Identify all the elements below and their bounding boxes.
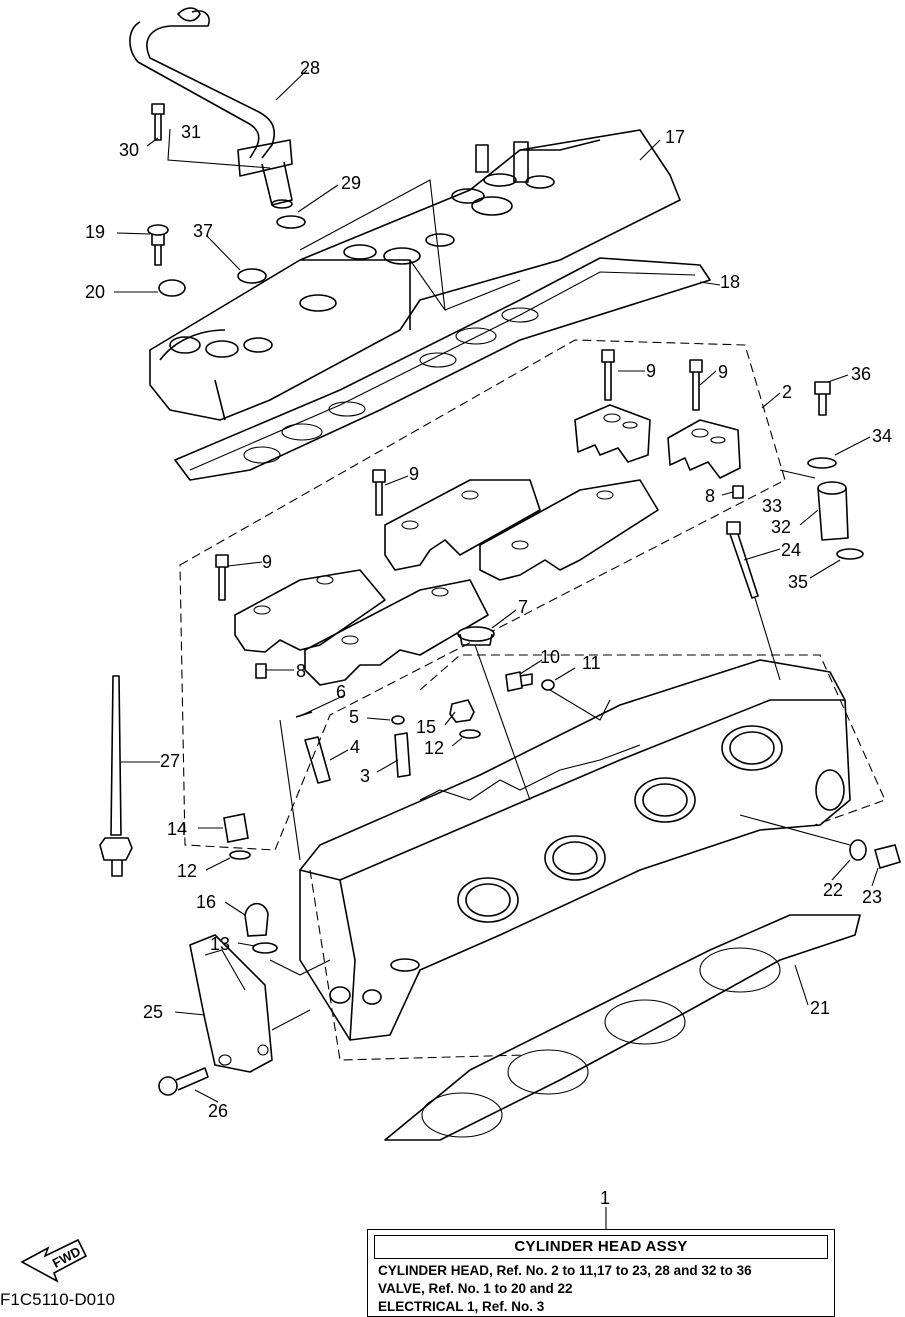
camshaft-cap-right-pair bbox=[574, 404, 741, 479]
callout-9c: 9 bbox=[409, 464, 419, 484]
callout-34: 34 bbox=[872, 426, 892, 446]
callout-22: 22 bbox=[823, 880, 843, 900]
callout-21: 21 bbox=[810, 998, 830, 1018]
callout-9b: 9 bbox=[718, 362, 728, 382]
dipstick-27 bbox=[99, 675, 133, 877]
valve-guide-4 bbox=[304, 736, 331, 784]
breather-hose bbox=[129, 7, 293, 209]
callout-15: 15 bbox=[416, 717, 436, 737]
callout-31: 31 bbox=[181, 122, 201, 142]
callout-25: 25 bbox=[143, 1002, 163, 1022]
bolt-26 bbox=[158, 1067, 209, 1096]
figure-code: F1C5110-D010 bbox=[0, 1290, 115, 1309]
callout-5: 5 bbox=[349, 707, 359, 727]
washer-13 bbox=[252, 942, 278, 954]
camshaft-cap-upper-row bbox=[384, 479, 659, 581]
bracket-25 bbox=[189, 934, 273, 1073]
legend-line-electrical: ELECTRICAL 1, Ref. No. 3 bbox=[378, 1299, 545, 1314]
callout-29: 29 bbox=[341, 173, 361, 193]
grommet-37 bbox=[237, 268, 267, 284]
callout-10: 10 bbox=[540, 647, 560, 667]
spacer-14 bbox=[223, 813, 249, 843]
o-ring-35 bbox=[836, 548, 864, 560]
callout-7: 7 bbox=[518, 597, 528, 617]
callout-3: 3 bbox=[360, 766, 370, 786]
callout-12a: 12 bbox=[424, 738, 444, 758]
callout-18: 18 bbox=[720, 272, 740, 292]
callout-24: 24 bbox=[781, 540, 801, 560]
washer-11 bbox=[541, 679, 555, 691]
o-ring-29 bbox=[276, 215, 306, 229]
callout-9d: 9 bbox=[262, 552, 272, 572]
callout-8b: 8 bbox=[296, 661, 306, 681]
sensor-3 bbox=[394, 732, 411, 778]
leader-lines bbox=[114, 69, 879, 1229]
legend-title: CYLINDER HEAD ASSY bbox=[374, 1235, 828, 1259]
camcap-assembly-outline bbox=[179, 339, 786, 851]
callout-11: 11 bbox=[582, 653, 601, 673]
head-lower-outline bbox=[309, 869, 526, 1061]
sleeve-32 bbox=[817, 481, 849, 541]
plug-7 bbox=[457, 626, 495, 646]
legend-line-cylinder-head: CYLINDER HEAD, Ref. No. 2 to 11,17 to 23… bbox=[378, 1263, 752, 1278]
cylinder-head-cover bbox=[149, 129, 681, 421]
nut-15 bbox=[449, 699, 475, 723]
stud-bolt-24 bbox=[726, 521, 759, 599]
callout-4: 4 bbox=[350, 737, 360, 757]
dowel-8b bbox=[255, 663, 267, 679]
bolt-10 bbox=[505, 671, 533, 692]
callout-33: 33 bbox=[762, 496, 782, 516]
callout-1: 1 bbox=[600, 1188, 610, 1208]
plug-23 bbox=[874, 844, 901, 870]
callout-2: 2 bbox=[782, 382, 792, 402]
head-assembly-outline bbox=[419, 654, 886, 826]
callout-13: 13 bbox=[210, 934, 230, 954]
callout-14: 14 bbox=[167, 819, 187, 839]
callout-28: 28 bbox=[300, 58, 320, 78]
callout-16: 16 bbox=[196, 892, 216, 912]
cap-nut-16 bbox=[244, 902, 269, 937]
callout-19: 19 bbox=[85, 222, 105, 242]
callout-23: 23 bbox=[862, 887, 882, 907]
legend-box: CYLINDER HEAD ASSY CYLINDER HEAD, Ref. N… bbox=[367, 1229, 835, 1317]
fwd-arrow-icon: FWD bbox=[20, 1238, 88, 1283]
callout-12b: 12 bbox=[177, 861, 197, 881]
camshaft-cap-lower-row bbox=[234, 569, 489, 686]
washer-12a bbox=[459, 729, 481, 739]
bolt-30 bbox=[151, 103, 165, 141]
callout-9a: 9 bbox=[646, 361, 656, 381]
callout-17: 17 bbox=[665, 127, 685, 147]
callout-numbers: 28 17 29 31 30 19 37 20 18 2 9 9 36 34 9… bbox=[85, 58, 892, 1208]
washer-12b bbox=[229, 850, 251, 860]
washer-22 bbox=[849, 839, 867, 861]
callout-37: 37 bbox=[193, 221, 213, 241]
bolts-9 bbox=[215, 349, 703, 601]
bolt-36 bbox=[814, 381, 831, 416]
seal-5 bbox=[391, 715, 405, 725]
washer-34 bbox=[807, 457, 837, 469]
callout-30: 30 bbox=[119, 140, 139, 160]
callout-6: 6 bbox=[336, 682, 346, 702]
cylinder-head-body bbox=[299, 659, 851, 1041]
callout-27: 27 bbox=[160, 751, 180, 771]
cylinder-head-gasket bbox=[384, 914, 861, 1141]
dowel-8a bbox=[732, 485, 744, 499]
bolt-19 bbox=[147, 224, 169, 266]
legend-line-valve: VALVE, Ref. No. 1 to 20 and 22 bbox=[378, 1281, 573, 1296]
callout-8a: 8 bbox=[705, 486, 715, 506]
grommet-20 bbox=[158, 279, 186, 297]
callout-35: 35 bbox=[788, 572, 808, 592]
callout-36: 36 bbox=[851, 364, 871, 384]
callout-26: 26 bbox=[208, 1101, 228, 1121]
head-cover-gasket bbox=[174, 257, 711, 481]
callout-20: 20 bbox=[85, 282, 105, 302]
callout-32: 32 bbox=[771, 517, 791, 537]
